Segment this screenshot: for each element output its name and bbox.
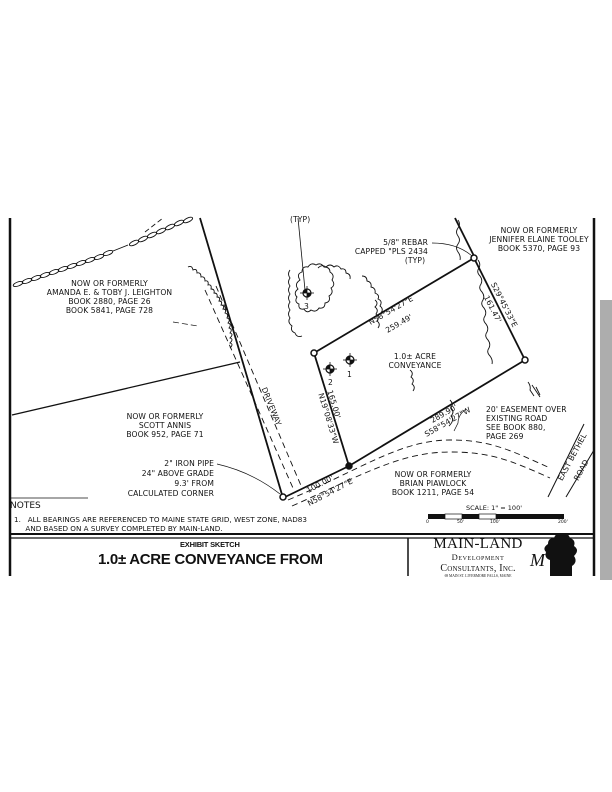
abutter-leighton-4: BOOK 5841, PAGE 728 — [65, 306, 154, 315]
company-name-2: Development — [451, 552, 505, 562]
abutter-leighton-1: NOW OR FORMERLY — [71, 279, 148, 288]
stone-wall-left — [12, 216, 194, 287]
scale-tick-200: 200' — [558, 520, 568, 525]
iron-pipe-1: 2" IRON PIPE — [164, 459, 214, 468]
typ-label: (TYP) — [290, 215, 311, 224]
parcel-west — [313, 352, 350, 467]
abutter-tooley-1: NOW OR FORMERLY — [500, 226, 578, 235]
logo-letter: M — [530, 550, 545, 570]
abutter-leighton-3: BOOK 2880, PAGE 26 — [68, 297, 151, 306]
stone-wall-right — [456, 219, 535, 397]
abutter-tooley-2: JENNIFER ELAINE TOOLEY — [489, 235, 589, 244]
conveyance-label-2: CONVEYANCE — [388, 361, 442, 370]
parcel-north — [313, 257, 475, 354]
easement-1: 20' EASEMENT OVER — [486, 405, 567, 414]
company-address: 69 MAIN ST. LIVERMORE FALLS, MAINE — [444, 574, 512, 578]
scale-label: SCALE: 1" = 100' — [466, 504, 522, 512]
parcel-east — [473, 257, 526, 361]
abutter-piawlock-2: BRIAN PIAWLOCK — [399, 479, 467, 488]
scale-tick-50: 50' — [457, 520, 464, 525]
logo-tree-icon — [544, 533, 577, 576]
abutter-piawlock-1: NOW OR FORMERLY — [394, 470, 472, 479]
tree-line-center — [288, 269, 383, 338]
abutter-annis-1: NOW OR FORMERLY — [126, 412, 204, 421]
company-name: MAIN-LAND — [433, 536, 523, 552]
company-name-3: Consultants, Inc. — [440, 563, 516, 574]
conveyance-label-1: 1.0± ACRE — [393, 352, 437, 361]
line-annis-north — [11, 361, 241, 416]
easement-2: EXISTING ROAD — [486, 414, 548, 423]
tree-line-west — [187, 265, 233, 349]
test-pit-3-icon — [300, 286, 314, 300]
iron-pipe-4: CALCULATED CORNER — [127, 489, 214, 498]
rebar-label-3: (TYP) — [404, 256, 426, 265]
point-2-label: 2 — [328, 378, 333, 387]
tree-line-clump — [294, 263, 335, 313]
note-1: 1. ALL BEARINGS ARE REFERENCED TO MAINE … — [14, 515, 307, 533]
scale-tick-0: 0 — [426, 520, 429, 525]
drawing-title: 1.0± ACRE CONVEYANCE FROM — [98, 551, 323, 568]
notes-title: NOTES — [10, 501, 41, 511]
exhibit-label: EXHIBIT SKETCH — [180, 540, 240, 549]
parcel-south — [348, 359, 526, 467]
iron-pipe-3: 9.3' FROM — [174, 479, 214, 488]
easement-road — [287, 439, 551, 507]
abutter-tooley-3: BOOK 5370, PAGE 93 — [497, 244, 581, 253]
line-west-abutter — [199, 217, 284, 499]
test-pit-1-icon — [343, 353, 357, 367]
easement-3: SEE BOOK 880, — [486, 423, 546, 432]
abutter-piawlock-3: BOOK 1211, PAGE 54 — [391, 488, 475, 497]
driveway — [204, 285, 303, 489]
test-pit-2-icon — [323, 362, 337, 376]
rebar-label-2: CAPPED "PLS 2434 — [354, 247, 428, 256]
scale-tick-100: 100' — [490, 520, 500, 525]
abutter-annis-2: SCOTT ANNIS — [138, 421, 192, 430]
rebar-label-1: 5/8" REBAR — [383, 238, 428, 247]
point-3-label: 3 — [304, 302, 309, 311]
tooley-line — [454, 217, 476, 259]
iron-pipe-2: 24" ABOVE GRADE — [141, 469, 214, 478]
point-1-label: 1 — [347, 370, 352, 379]
tie-line — [282, 465, 350, 499]
easement-4: PAGE 269 — [486, 432, 524, 441]
abutter-leighton-2: AMANDA E. & TOBY J. LEIGHTON — [46, 288, 173, 297]
abutter-annis-3: BOOK 952, PAGE 71 — [126, 430, 204, 439]
scale-bar — [428, 513, 564, 520]
